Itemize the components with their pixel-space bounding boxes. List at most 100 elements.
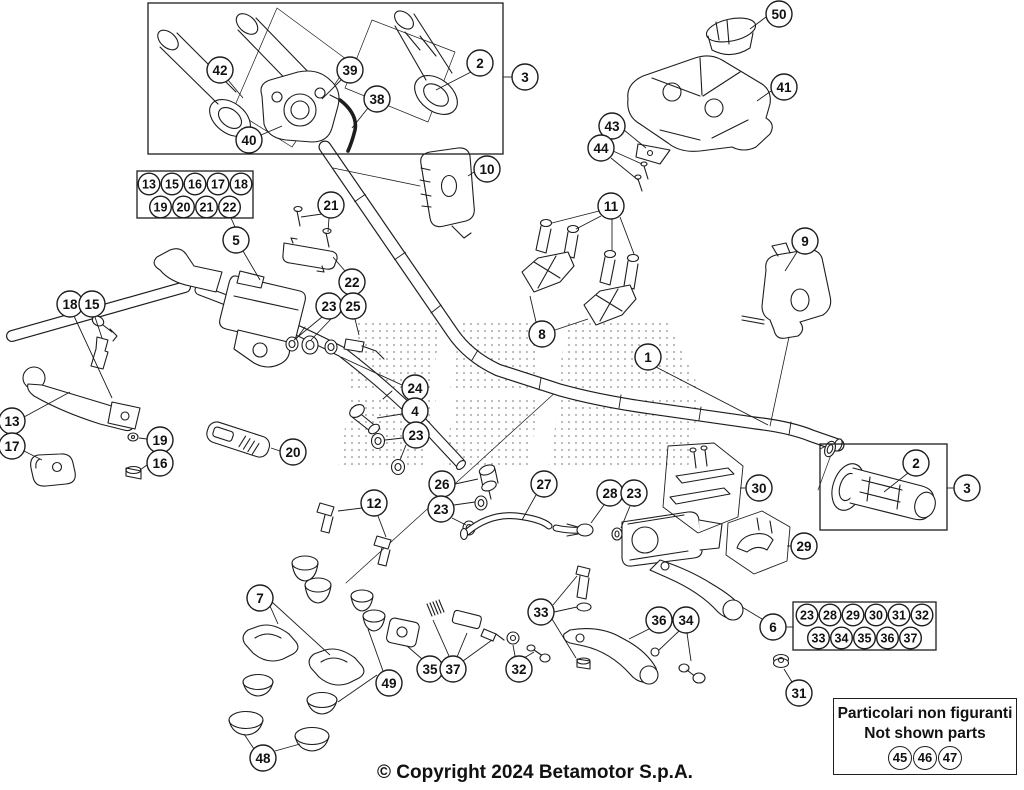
leader-line — [523, 651, 535, 659]
callout-44 — [587, 134, 615, 162]
leader-line — [784, 251, 798, 272]
callout-number: 32 — [511, 662, 526, 677]
leader-line — [783, 668, 793, 683]
callout-21 — [317, 191, 345, 219]
callout-number: 4 — [411, 404, 419, 419]
callout-number: 18 — [62, 297, 78, 312]
legend-callout-20 — [171, 195, 195, 219]
callout-48 — [249, 744, 277, 772]
callout-number: 26 — [434, 477, 450, 492]
callout-number: 11 — [604, 199, 619, 214]
not-shown-part-45: 45 — [888, 746, 912, 771]
leader-line — [658, 630, 680, 651]
leader-line — [552, 575, 578, 606]
rubber-cones-49 — [291, 555, 386, 632]
brake-group-legend — [792, 601, 937, 651]
callout-10 — [473, 155, 501, 183]
legend-callout-35 — [853, 626, 877, 650]
callout-23 — [427, 495, 455, 523]
leader-line — [260, 125, 283, 136]
leader-line — [270, 447, 281, 452]
callout-30 — [745, 474, 773, 502]
legend-callout-33 — [807, 626, 831, 650]
callout-31 — [785, 679, 813, 707]
brake-hose-27 — [459, 512, 584, 541]
callout-number: 33 — [533, 605, 549, 620]
callout-number: 9 — [801, 234, 809, 249]
adjuster-37 — [426, 599, 505, 642]
callout-number: 12 — [366, 496, 381, 511]
brake-lever-36 — [563, 628, 659, 685]
leader-line — [384, 437, 404, 441]
callout-number: 8 — [538, 327, 546, 342]
legend-callout-19 — [148, 195, 172, 219]
boot-17 — [30, 453, 76, 487]
callout-number: 24 — [407, 381, 423, 396]
leader-line — [619, 216, 635, 255]
callout-number: 1 — [644, 350, 652, 365]
callout-number: 10 — [479, 162, 494, 177]
leader-line — [327, 217, 330, 233]
leader-line — [521, 494, 537, 521]
callout-49 — [375, 669, 403, 697]
leader-line — [138, 437, 148, 440]
callout-2 — [466, 49, 494, 77]
pivot-34 — [650, 647, 706, 684]
callout-32 — [505, 655, 533, 683]
leader-line — [451, 517, 467, 526]
bracket-43 — [635, 143, 671, 165]
bolt-set-33 — [575, 565, 592, 670]
legend-callout-31 — [887, 603, 911, 627]
legend-number: 29 — [846, 608, 860, 622]
callout-number: 23 — [433, 502, 449, 517]
leader-line — [227, 79, 244, 99]
hose-clamp-29 — [725, 510, 791, 575]
leader-line — [590, 504, 605, 524]
leader-line — [575, 215, 602, 230]
leader-line — [756, 90, 772, 102]
callout-number: 22 — [344, 275, 359, 290]
washers-23-cable — [370, 432, 406, 476]
legend-callout-36 — [876, 626, 900, 650]
callout-11 — [597, 192, 625, 220]
legend-number: 13 — [142, 177, 156, 191]
callout-number: 29 — [796, 539, 811, 554]
leader-line — [512, 644, 516, 657]
callout-number: 5 — [232, 233, 240, 248]
throttle-cable-38 — [338, 98, 358, 153]
bolts-12 — [316, 502, 392, 567]
callout-number: 23 — [321, 299, 337, 314]
callout-number: 3 — [521, 70, 529, 85]
callout-7 — [246, 584, 274, 612]
adjuster-25 — [343, 338, 385, 360]
leader-line — [553, 606, 578, 613]
callout-number: 15 — [84, 297, 100, 312]
throttle-housing-40 — [260, 70, 345, 143]
callout-number: 27 — [536, 477, 551, 492]
callout-3 — [953, 474, 981, 502]
callout-37 — [439, 655, 467, 683]
legend-number: 33 — [812, 631, 826, 645]
left-grip-42 — [157, 29, 251, 137]
callout-23 — [402, 421, 430, 449]
leader-line — [406, 645, 423, 660]
callout-6 — [759, 613, 787, 641]
clamp-cups-48 — [228, 673, 338, 752]
legend-number: 30 — [869, 608, 883, 622]
callout-number: 17 — [4, 439, 19, 454]
callout-16 — [146, 449, 174, 477]
callout-number: 41 — [776, 80, 792, 95]
legend-number: 35 — [858, 631, 872, 645]
callout-number: 2 — [912, 456, 920, 471]
callout-number: 39 — [342, 63, 357, 78]
callout-number: 28 — [602, 486, 618, 501]
callout-number: 38 — [369, 92, 385, 107]
leader-line — [620, 505, 631, 529]
notes-line-english: Not shown parts — [864, 725, 986, 743]
leader-line — [749, 16, 767, 30]
legend-callout-13 — [137, 172, 161, 196]
callout-number: 13 — [4, 414, 20, 429]
fasteners-32 — [506, 631, 551, 663]
throttle-grip-2 — [394, 10, 458, 115]
legend-callout-17 — [206, 172, 230, 196]
